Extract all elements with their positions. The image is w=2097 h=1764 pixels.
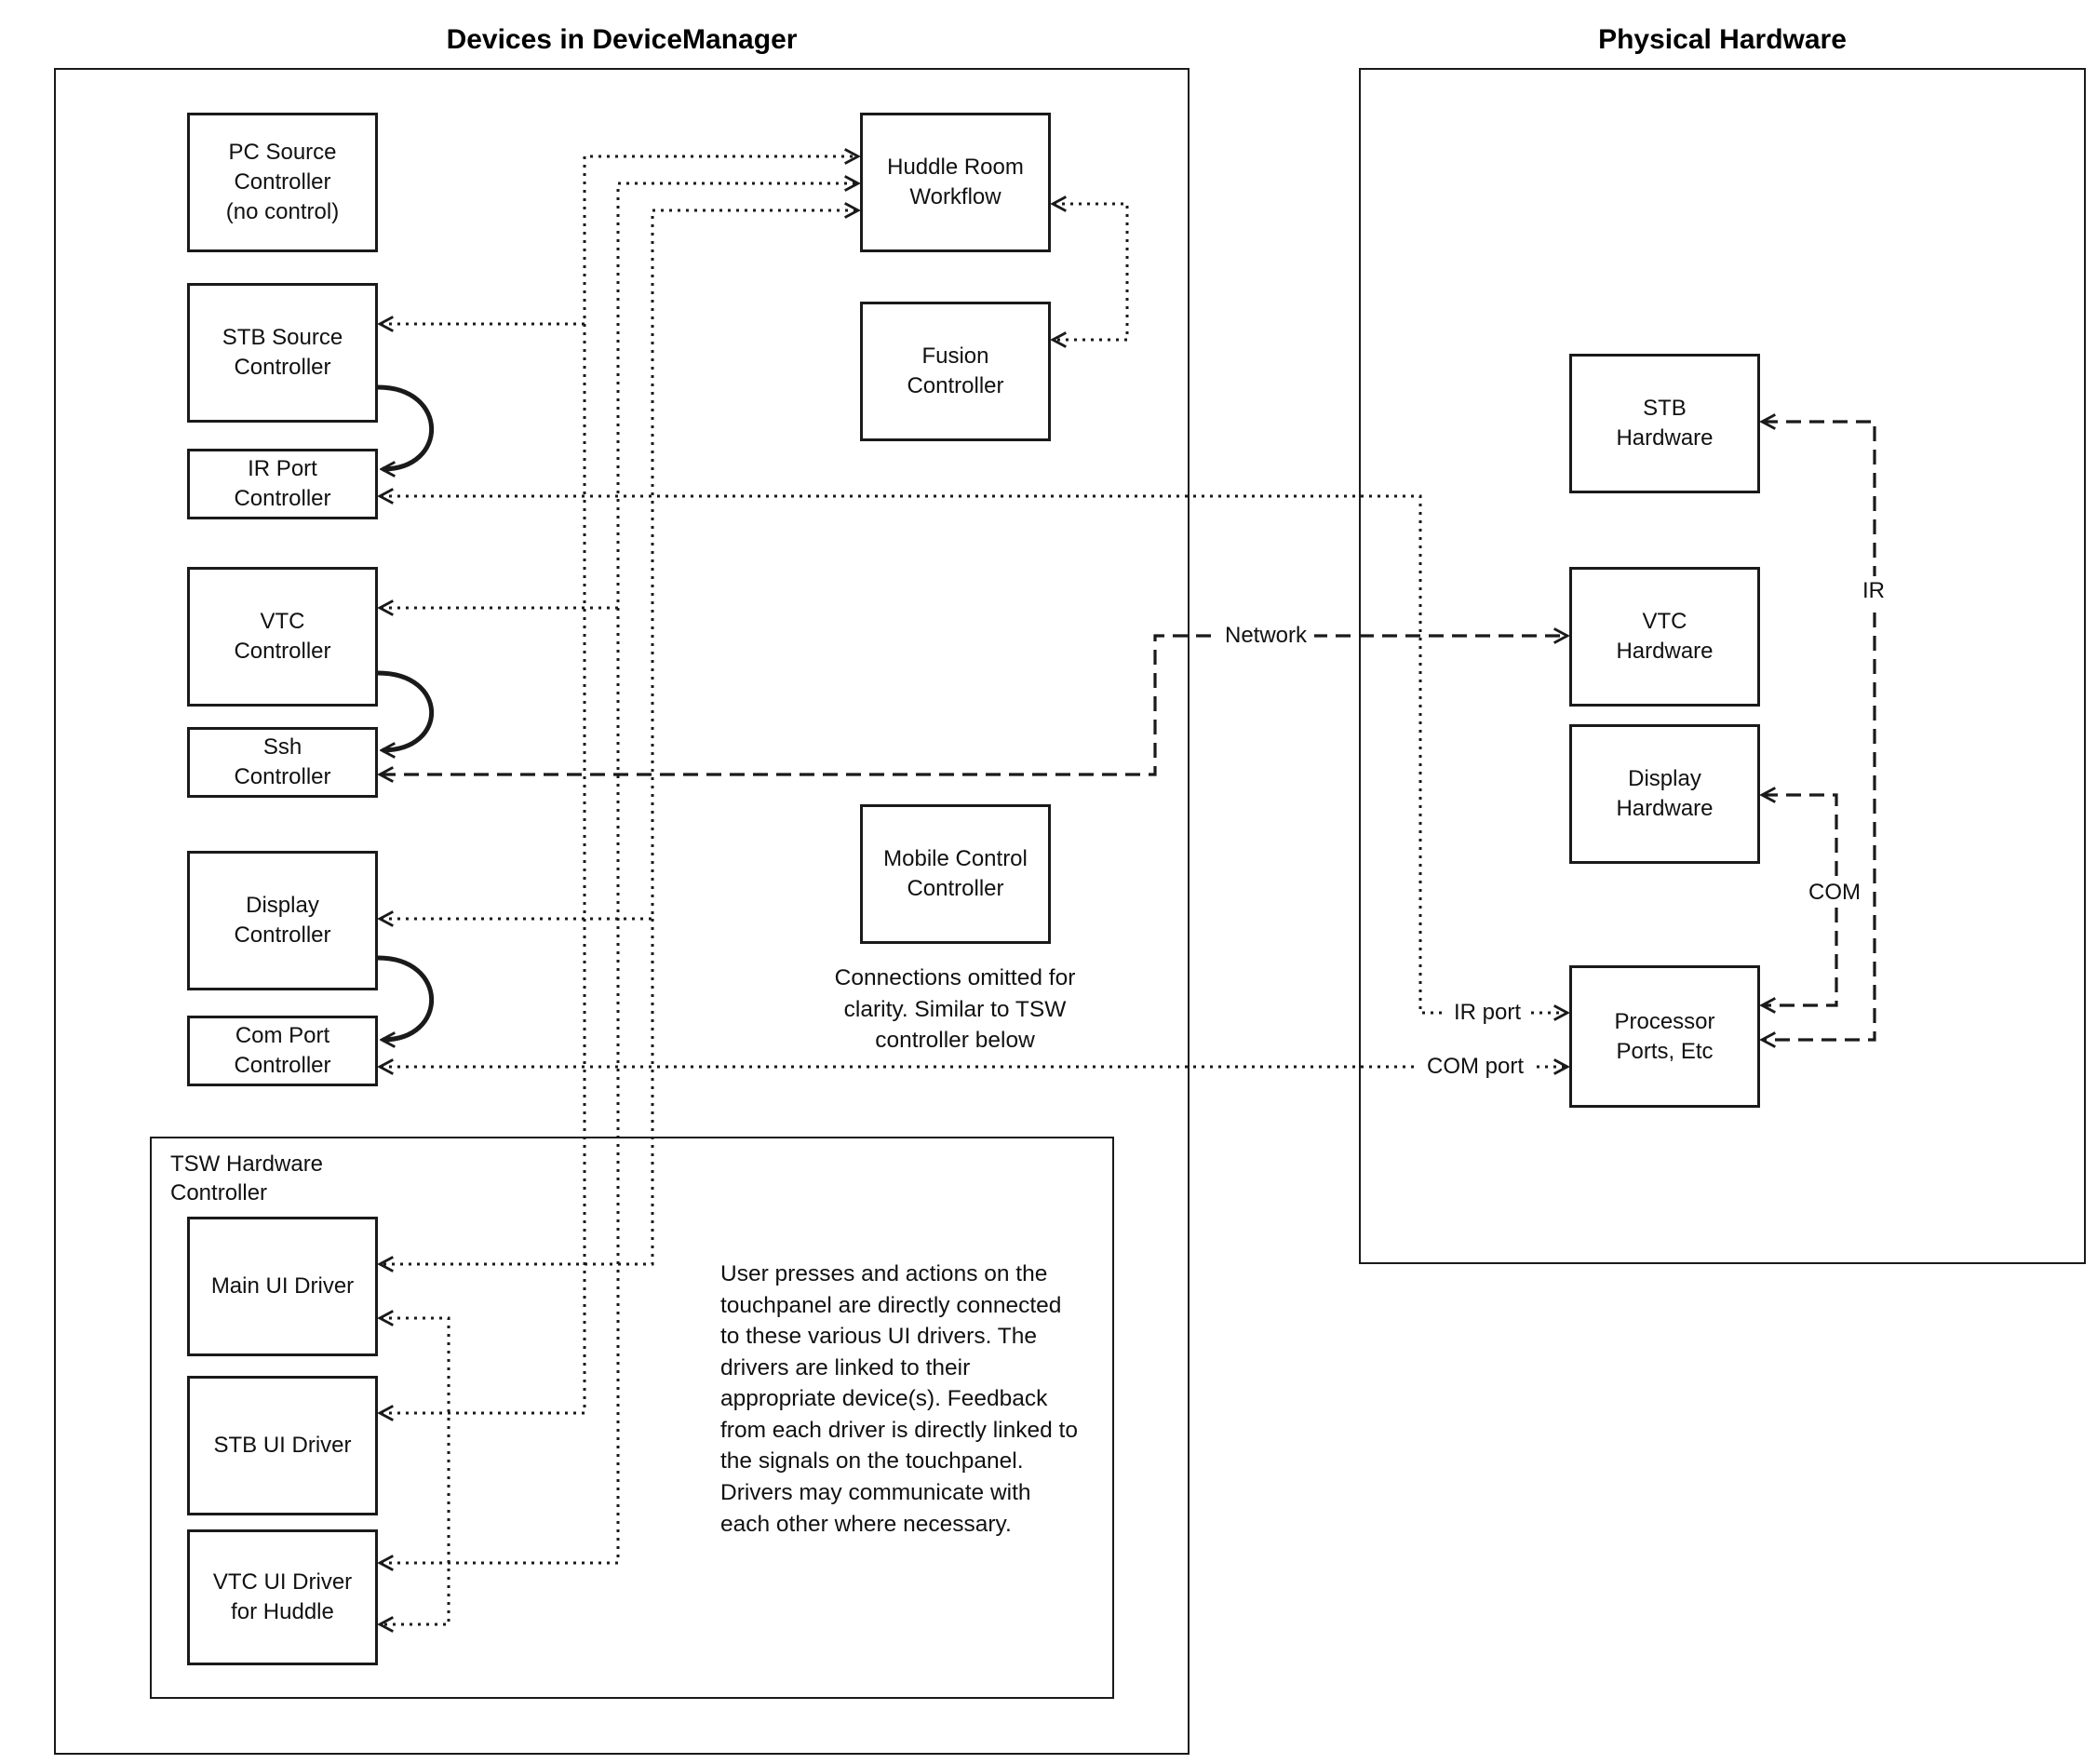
display-controller-box: Display Controller xyxy=(187,851,378,990)
com-port-line-label: COM port xyxy=(1418,1052,1532,1082)
vtc-ui-driver-box: VTC UI Driver for Huddle xyxy=(187,1529,378,1665)
mobile-control-controller-box: Mobile Control Controller xyxy=(860,804,1051,944)
connector-display-main-ui-driver xyxy=(381,919,654,1264)
stb-ui-driver-box: STB UI Driver xyxy=(187,1376,378,1515)
physical-hardware-title: Physical Hardware xyxy=(1598,24,1847,55)
stb-source-controller-box: STB Source Controller xyxy=(187,283,378,423)
connector-ir-stb-hardware-processor xyxy=(1763,422,1876,1040)
huddle-room-workflow-box: Huddle Room Workflow xyxy=(860,113,1051,252)
com-line-label: COM xyxy=(1801,878,1868,908)
vtc-hardware-box: VTC Hardware xyxy=(1569,567,1760,707)
connector-network-ssh-vtc-hardware xyxy=(381,636,1566,774)
devicemanager-title: Devices in DeviceManager xyxy=(446,24,798,55)
connector-vtc-vtc-ui-driver xyxy=(381,608,620,1563)
connector-stb-source-ir-port xyxy=(377,384,435,469)
connector-vtc-huddle xyxy=(381,183,857,608)
stb-hardware-box: STB Hardware xyxy=(1569,354,1760,493)
ssh-controller-box: Ssh Controller xyxy=(187,727,378,798)
processor-ports-box: Processor Ports, Etc xyxy=(1569,965,1760,1108)
connector-huddle-fusion xyxy=(1054,204,1129,340)
connector-vtc-ssh xyxy=(377,670,435,750)
pc-source-controller-box: PC Source Controller (no control) xyxy=(187,113,378,252)
fusion-controller-box: Fusion Controller xyxy=(860,302,1051,441)
mobile-control-caption: Connections omitted for clarity. Similar… xyxy=(834,965,1076,1054)
network-line-label: Network xyxy=(1217,621,1315,651)
com-port-controller-box: Com Port Controller xyxy=(187,1016,378,1086)
display-hardware-box: Display Hardware xyxy=(1569,724,1760,864)
main-ui-driver-box: Main UI Driver xyxy=(187,1217,378,1356)
tsw-hardware-controller-container xyxy=(150,1137,1114,1699)
vtc-controller-box: VTC Controller xyxy=(187,567,378,707)
ir-line-label: IR xyxy=(1855,576,1892,606)
connector-display-com-port xyxy=(377,955,435,1040)
connector-ir-port-processor xyxy=(381,496,1566,1013)
connector-com-display-hardware-processor xyxy=(1763,795,1838,1005)
ir-port-controller-box: IR Port Controller xyxy=(187,449,378,519)
tsw-note-text: User presses and actions on the touchpan… xyxy=(720,1261,1078,1537)
connector-stb-source-stb-ui-driver xyxy=(381,324,586,1413)
tsw-hardware-controller-label: TSW Hardware Controller xyxy=(170,1151,324,1206)
connector-driver-intercommunication xyxy=(381,1318,450,1624)
ir-port-line-label: IR port xyxy=(1445,998,1529,1028)
